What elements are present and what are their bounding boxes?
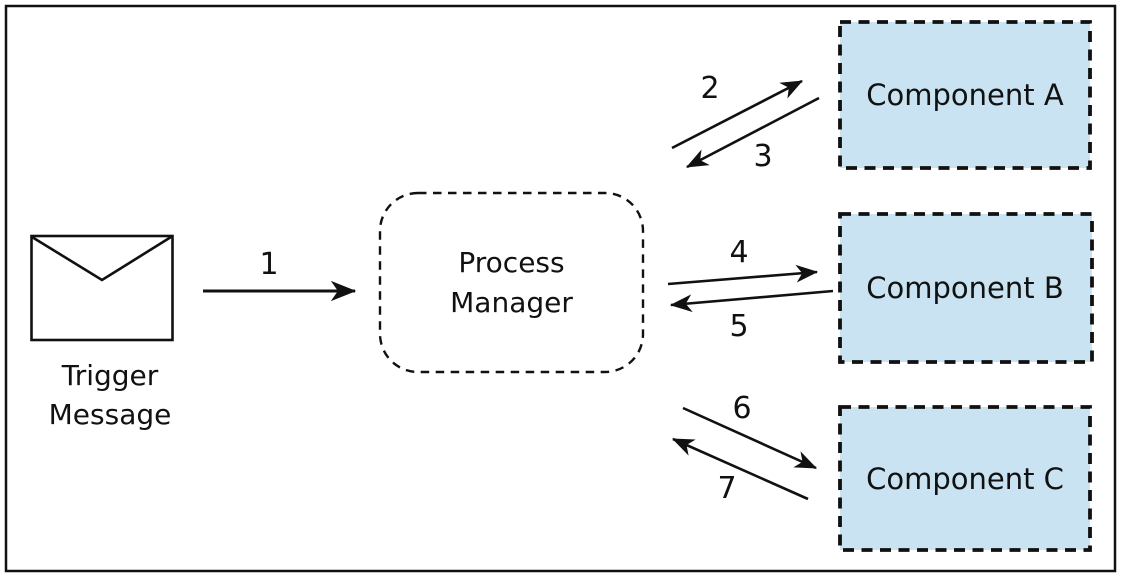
- arrow-3: [686, 96, 820, 169]
- envelope-body: [30, 234, 174, 342]
- process-manager-label: Process Manager: [380, 193, 643, 372]
- arrow-6-number: 6: [732, 391, 752, 426]
- component-a-label: Component A: [866, 78, 1064, 112]
- process-manager-label-line1: Process: [458, 245, 565, 279]
- trigger-label-line2: Message: [48, 398, 172, 431]
- process-manager-label-line2: Manager: [450, 285, 573, 319]
- trigger-label-line1: Trigger: [61, 359, 159, 392]
- component-b-box: [838, 212, 1094, 364]
- diagram-frame: [4, 4, 1117, 573]
- component-c-box: [838, 405, 1092, 552]
- arrow-4-number: 4: [729, 235, 749, 270]
- component-a-box: [838, 20, 1092, 170]
- process-manager-box: [378, 191, 645, 374]
- component-b-label: Component B: [866, 271, 1064, 305]
- arrow-2-number: 2: [700, 71, 720, 106]
- arrow-6: [682, 406, 818, 470]
- arrow-5: [669, 289, 834, 312]
- component-c-label: Component C: [866, 461, 1064, 496]
- arrow-3-number: 3: [753, 139, 773, 174]
- arrow-1-number: 1: [259, 247, 279, 282]
- envelope-icon: [30, 234, 174, 342]
- arrow-5-number: 5: [729, 309, 749, 344]
- trigger-message-label: Trigger Message: [15, 356, 205, 434]
- arrow-4: [667, 264, 819, 286]
- arrow-7-number: 7: [717, 471, 737, 506]
- envelope-flap: [31, 235, 172, 282]
- arrow-2: [671, 79, 803, 150]
- arrow-7: [671, 437, 809, 501]
